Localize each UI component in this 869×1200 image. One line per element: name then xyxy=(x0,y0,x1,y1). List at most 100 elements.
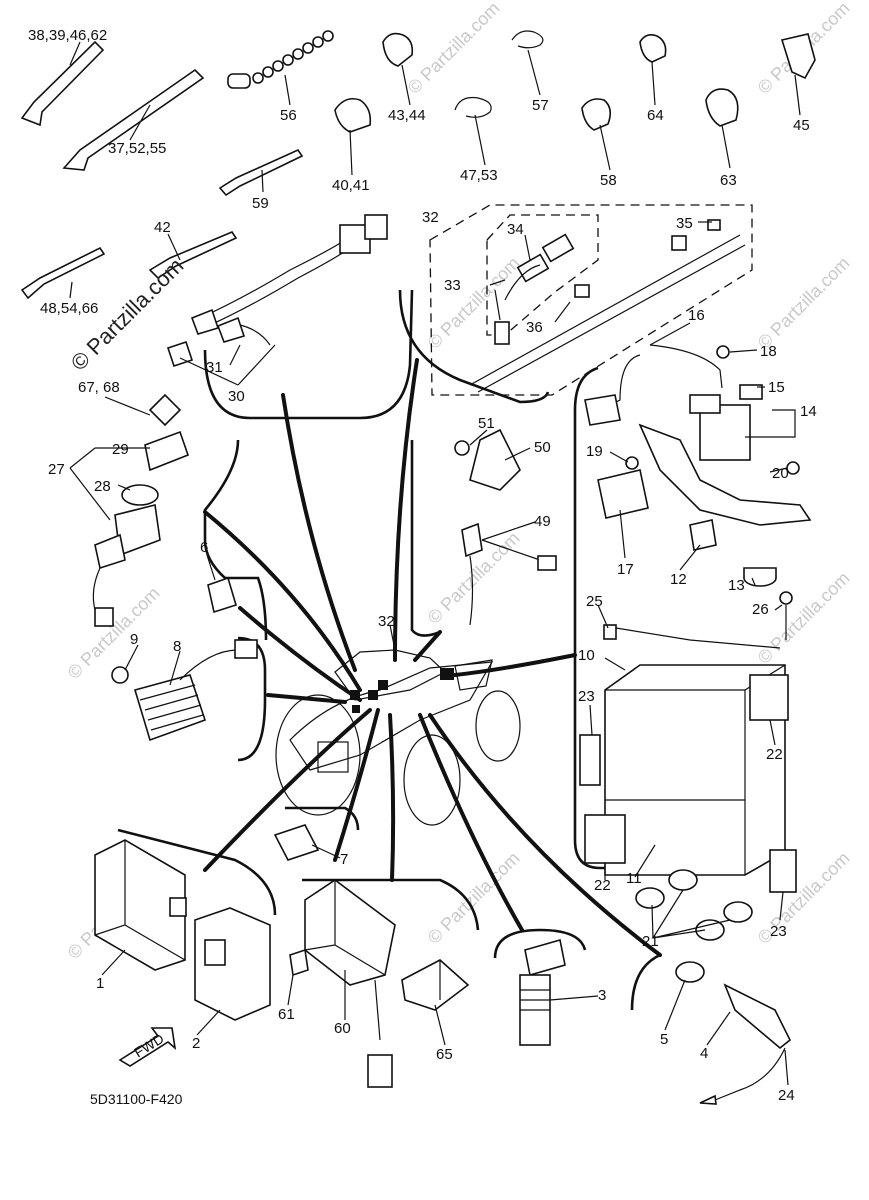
callout-label: 15 xyxy=(768,379,785,396)
callout-label: 29 xyxy=(112,441,129,458)
callout-label: 35 xyxy=(676,215,693,232)
watermark: © Partzilla.com xyxy=(754,253,854,353)
callout-label: 8 xyxy=(173,638,181,655)
subharness-inner-dashed-outline xyxy=(486,214,599,336)
callout-label: 5 xyxy=(660,1031,668,1048)
group-brackets xyxy=(117,204,753,1011)
callout-label: 3 xyxy=(598,987,606,1004)
callout-label: 32 xyxy=(378,613,395,630)
callout-label: 12 xyxy=(670,571,687,588)
wire-run xyxy=(266,693,347,704)
wire-run xyxy=(393,358,419,662)
wire-run xyxy=(203,708,372,872)
cable-tie-48 xyxy=(20,246,106,300)
callout-label: 33 xyxy=(444,277,461,294)
clip-45 xyxy=(780,33,816,80)
callout-label: 11 xyxy=(626,870,642,887)
callout-label: 32 xyxy=(422,209,439,226)
callout-label: 21 xyxy=(642,933,659,950)
coil-group-bracket xyxy=(493,928,587,959)
callout-label: 22 xyxy=(594,877,611,894)
callout-label: 14 xyxy=(800,403,817,420)
callout-label: 20 xyxy=(772,465,789,482)
callout-label: 22 xyxy=(766,746,783,763)
callout-label: 10 xyxy=(578,647,595,664)
relay-bracket-assy xyxy=(584,344,812,587)
cable-tie-37 xyxy=(62,68,205,171)
ignition-coil-3 xyxy=(519,938,566,1046)
clamp-40 xyxy=(334,97,372,133)
callout-label: 56 xyxy=(280,107,297,124)
callout-label: 13 xyxy=(728,577,745,594)
callout-label: 18 xyxy=(760,343,777,360)
callout-label: 67, 68 xyxy=(78,379,120,396)
clamp-43 xyxy=(382,32,414,67)
sensor-group-bracket xyxy=(410,440,441,637)
battery-11 xyxy=(579,664,797,893)
relay-group-bracket xyxy=(302,878,480,931)
sensor7-group-bracket xyxy=(285,806,360,831)
callout-label: 64 xyxy=(647,107,664,124)
wire-run xyxy=(388,713,396,882)
bead-strap-56 xyxy=(227,30,334,89)
callout-label: 27 xyxy=(48,461,65,478)
fwd-arrow: FWD xyxy=(118,1027,177,1067)
watermark: © Partzilla.com xyxy=(424,848,524,948)
diagram-code: 5D31100-F420 xyxy=(90,1091,183,1107)
callout-label: 23 xyxy=(770,923,787,940)
wire-run xyxy=(203,510,362,692)
relays-60-65 xyxy=(289,879,470,1088)
watermark: © Partzilla.com xyxy=(754,848,854,948)
ignition-switch-27 xyxy=(92,393,190,627)
callout-label: 63 xyxy=(720,172,737,189)
cdi-units xyxy=(94,839,271,1021)
callout-label: 34 xyxy=(507,221,524,238)
callout-label: 1 xyxy=(96,975,104,992)
callout-label: 19 xyxy=(586,443,603,460)
cable-tie-42 xyxy=(148,231,238,280)
clip-58 xyxy=(581,98,612,131)
callout-label: 28 xyxy=(94,478,111,495)
clip-63 xyxy=(705,88,739,127)
callout-label: 48,54,66 xyxy=(40,300,98,317)
sensor-49-50 xyxy=(454,428,557,626)
sub-harness-32 xyxy=(469,219,746,393)
callout-label: 50 xyxy=(534,439,551,456)
subharness-dashed-outline xyxy=(429,204,753,396)
callout-label: 25 xyxy=(586,593,603,610)
callout-label: 24 xyxy=(778,1087,795,1104)
callout-label: 9 xyxy=(130,631,138,648)
rectifier-8 xyxy=(111,576,258,742)
callout-label: 58 xyxy=(600,172,617,189)
band-57 xyxy=(511,30,544,49)
fasteners-left xyxy=(20,231,238,300)
callout-label: 37,52,55 xyxy=(108,140,166,157)
wire-run xyxy=(428,713,662,957)
callout-label: 38,39,46,62 xyxy=(28,27,107,44)
main-harness-30 xyxy=(166,214,388,368)
cable-tie-38 xyxy=(20,40,105,127)
harness-group-bracket xyxy=(203,289,414,420)
callout-label: 31 xyxy=(206,359,223,376)
watermark: © Partzilla.com xyxy=(404,0,504,98)
callout-label: 6 xyxy=(200,539,208,556)
wire-run xyxy=(333,708,380,862)
callout-label: 7 xyxy=(340,851,348,868)
callout-label: 36 xyxy=(526,319,543,336)
wire-run xyxy=(453,653,577,677)
wire-run xyxy=(281,393,357,672)
wire-run xyxy=(238,606,362,702)
callout-label: 65 xyxy=(436,1046,453,1063)
callout-label: 51 xyxy=(478,415,495,432)
atv-silhouette xyxy=(275,649,521,826)
callout-label: 47,53 xyxy=(460,167,498,184)
wire-run xyxy=(418,713,524,932)
callout-label: 43,44 xyxy=(388,107,426,124)
cdi-group-bracket xyxy=(117,828,277,916)
callout-label: 60 xyxy=(334,1020,351,1037)
battery-cable-10 xyxy=(603,591,793,649)
callout-label: 23 xyxy=(578,688,595,705)
callout-label: 30 xyxy=(228,388,245,405)
